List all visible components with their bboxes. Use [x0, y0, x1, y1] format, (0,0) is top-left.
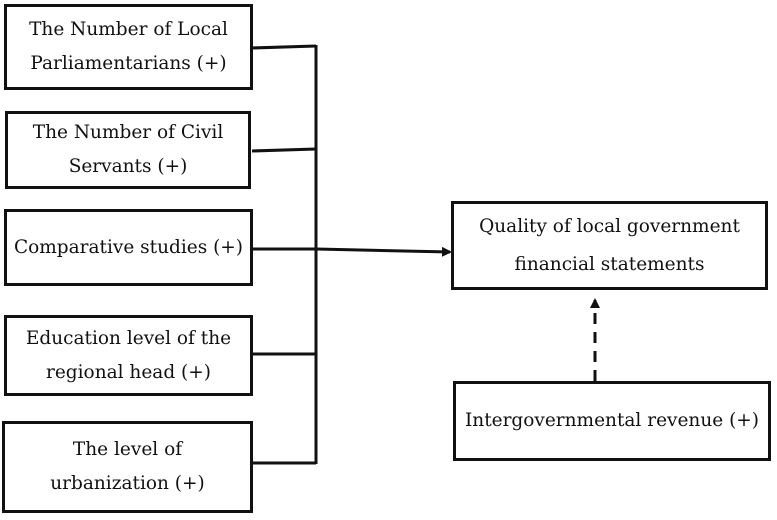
box-education-level: Education level of the regional head (+) — [4, 315, 253, 396]
box-civil-servants: The Number of Civil Servants (+) — [5, 111, 251, 189]
box-urbanization-line2: urbanization (+) — [50, 473, 205, 494]
branch-line-parliamentarians — [251, 44, 317, 50]
main-arrow — [315, 246, 452, 257]
box-urbanization-line1: The level of — [72, 439, 183, 460]
moderating-variable-line1: Intergovernmental revenue (+) — [464, 410, 760, 431]
box-comparative-studies-line1: Comparative studies (+) — [13, 236, 244, 258]
box-parliamentarians: The Number of Local Parliamentarians (+) — [4, 4, 253, 90]
box-education-level-line2: regional head (+) — [46, 361, 211, 383]
box-parliamentarians-line2: Parliamentarians (+) — [30, 53, 227, 74]
dependent-variable-line2: financial statements — [514, 253, 705, 275]
box-comparative-studies: Comparative studies (+) — [4, 209, 253, 286]
box-civil-servants-line2: Servants (+) — [68, 156, 188, 177]
box-urbanization: The level of urbanization (+) — [2, 421, 253, 513]
box-civil-servants-line1: The Number of Civil — [32, 122, 224, 143]
box-dependent-variable: Quality of local government financial st… — [451, 201, 768, 290]
box-parliamentarians-line1: The Number of Local — [29, 19, 228, 40]
dependent-variable-line1: Quality of local government — [479, 215, 740, 237]
box-moderating-variable: Intergovernmental revenue (+) — [453, 381, 771, 461]
box-education-level-line1: Education level of the — [25, 327, 232, 349]
branch-line-civil-servants — [251, 147, 317, 153]
